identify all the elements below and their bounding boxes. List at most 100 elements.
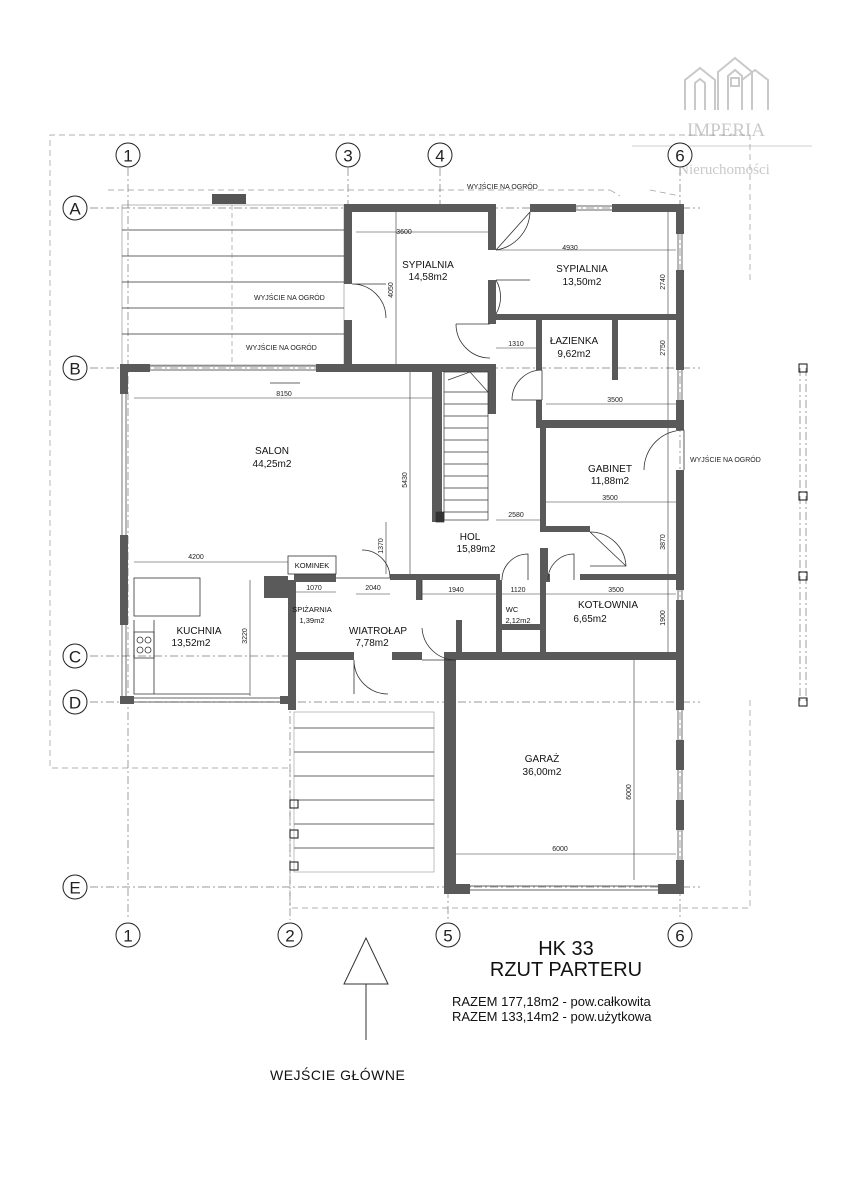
logo-name: IMPERIA <box>687 120 765 141</box>
dim-1940: 1940 <box>448 587 464 594</box>
door-sypialnia-1b <box>455 323 491 359</box>
dim-4200: 4200 <box>188 554 204 561</box>
axis-label-1-top: 1 <box>123 147 132 166</box>
axis-a <box>62 195 88 221</box>
axis-label-c: C <box>69 648 81 667</box>
axis-1-top <box>115 142 141 168</box>
axis-4-top <box>427 142 453 168</box>
axis-label-5-bottom: 5 <box>443 927 452 946</box>
plan-code: HK 33 <box>538 938 594 960</box>
logo-subtitle: Nieruchomości <box>678 162 770 178</box>
door-sypialnia-1 <box>351 283 387 319</box>
room-labels: SYPIALNIA 14,58m2 SYPIALNIA 13,50m2 ŁAZI… <box>172 260 639 778</box>
room-sypialnia-2-name: SYPIALNIA <box>556 264 608 275</box>
axis-label-e: E <box>69 879 80 898</box>
entrance-arrow-icon <box>343 936 389 1040</box>
room-hol-area: 15,89m2 <box>457 544 496 555</box>
house-logo-icon <box>684 56 769 110</box>
dimension-texts: 3600 4930 4050 2740 1310 2750 8150 3500 … <box>188 229 667 853</box>
terrace-top <box>121 194 345 366</box>
dim-2750: 2750 <box>660 340 667 356</box>
axis-label-4-top: 4 <box>435 147 444 166</box>
room-salon-name: SALON <box>255 446 289 457</box>
door-kominek <box>336 549 391 579</box>
dimension-lines <box>134 212 676 880</box>
room-kominek-name: KOMINEK <box>295 561 330 570</box>
logo: IMPERIA Nieruchomości <box>632 56 812 178</box>
axis-d <box>62 689 88 715</box>
door-garden-top <box>495 211 531 251</box>
room-sypialnia-1-area: 14,58m2 <box>409 272 448 283</box>
dim-4050: 4050 <box>388 282 395 298</box>
dim-3500-a: 3500 <box>607 397 623 404</box>
pergola-posts <box>798 363 808 707</box>
room-wc-name: WC <box>506 605 519 614</box>
room-gabinet-area: 11,88m2 <box>591 476 630 487</box>
room-wiatrolap-name: WIATROŁAP <box>349 626 407 637</box>
exit-top: WYJŚCIE NA OGRÓD <box>467 182 538 191</box>
room-sypialnia-2-area: 13,50m2 <box>563 277 602 288</box>
dim-3600: 3600 <box>396 229 412 236</box>
door-kotlownia <box>547 553 575 581</box>
axis-6-bottom <box>667 922 693 948</box>
axis-2-bottom <box>277 922 303 948</box>
dim-1070: 1070 <box>306 585 322 592</box>
doors <box>336 211 685 695</box>
dim-6000-horizontal: 6000 <box>552 846 568 853</box>
exit-terrace-2: WYJŚCIE NA OGRÓD <box>246 343 317 352</box>
title-block: HK 33 RZUT PARTERU RAZEM 177,18m2 - pow.… <box>452 938 652 1024</box>
hob-icon <box>136 636 144 644</box>
axis-grid <box>90 168 700 920</box>
axis-label-1-bottom: 1 <box>123 927 132 946</box>
axis-label-d: D <box>69 694 81 713</box>
axis-b <box>62 355 88 381</box>
axis-label-2-bottom: 2 <box>285 927 294 946</box>
axis-1-bottom <box>115 922 141 948</box>
door-lazienka <box>511 369 543 401</box>
axis-e <box>62 874 88 900</box>
room-kuchnia-name: KUCHNIA <box>176 626 221 637</box>
exit-right: WYJŚCIE NA OGRÓD <box>690 455 761 464</box>
main-entrance-label: WEJŚCIE GŁÓWNE <box>270 1066 405 1083</box>
room-kotlownia-name: KOTŁOWNIA <box>578 600 638 611</box>
dim-3220: 3220 <box>242 628 249 644</box>
kitchen-fittings <box>133 555 337 695</box>
dim-3500-b: 3500 <box>602 495 618 502</box>
axis-c <box>62 643 88 669</box>
room-wiatrolap-area: 7,78m2 <box>355 638 389 649</box>
room-wc-area: 2,12m2 <box>505 616 530 625</box>
axis-3-top <box>335 142 361 168</box>
dim-2580: 2580 <box>508 512 524 519</box>
axis-bubbles <box>62 142 693 948</box>
door-main-entry <box>353 659 389 695</box>
dim-2040: 2040 <box>365 585 381 592</box>
room-garaz-name: GARAŻ <box>525 752 559 765</box>
exit-terrace-1: WYJŚCIE NA OGRÓD <box>254 293 325 302</box>
axis-label-6-bottom: 6 <box>675 927 684 946</box>
dim-1310: 1310 <box>508 341 524 348</box>
axis-label-6-top: 6 <box>675 147 684 166</box>
door-gabinet <box>589 531 627 567</box>
total-area-line-1: RAZEM 177,18m2 - pow.całkowita <box>452 994 651 1009</box>
room-lazienka-name: ŁAZIENKA <box>550 336 599 347</box>
exit-labels: WYJŚCIE NA OGRÓD WYJŚCIE NA OGRÓD WYJŚCI… <box>246 182 761 464</box>
dim-3870: 3870 <box>660 534 667 550</box>
room-kuchnia-area: 13,52m2 <box>172 638 211 649</box>
chimney <box>212 194 246 204</box>
dim-8150: 8150 <box>276 391 292 398</box>
dim-2740: 2740 <box>660 274 667 290</box>
room-salon-area: 44,25m2 <box>253 459 292 470</box>
room-spizarnia-name: SPIŻARNIA <box>292 605 332 614</box>
door-garden-right <box>643 429 685 471</box>
door-sypialnia-2 <box>495 279 530 315</box>
door-garage <box>421 627 457 661</box>
dim-5430: 5430 <box>402 472 409 488</box>
door-wc <box>501 553 529 581</box>
stairs <box>435 371 489 523</box>
room-sypialnia-1-name: SYPIALNIA <box>402 260 454 271</box>
room-lazienka-area: 9,62m2 <box>557 349 591 360</box>
terrace-entrance <box>289 711 435 873</box>
dim-1370: 1370 <box>378 538 385 554</box>
axis-label-3-top: 3 <box>343 147 352 166</box>
